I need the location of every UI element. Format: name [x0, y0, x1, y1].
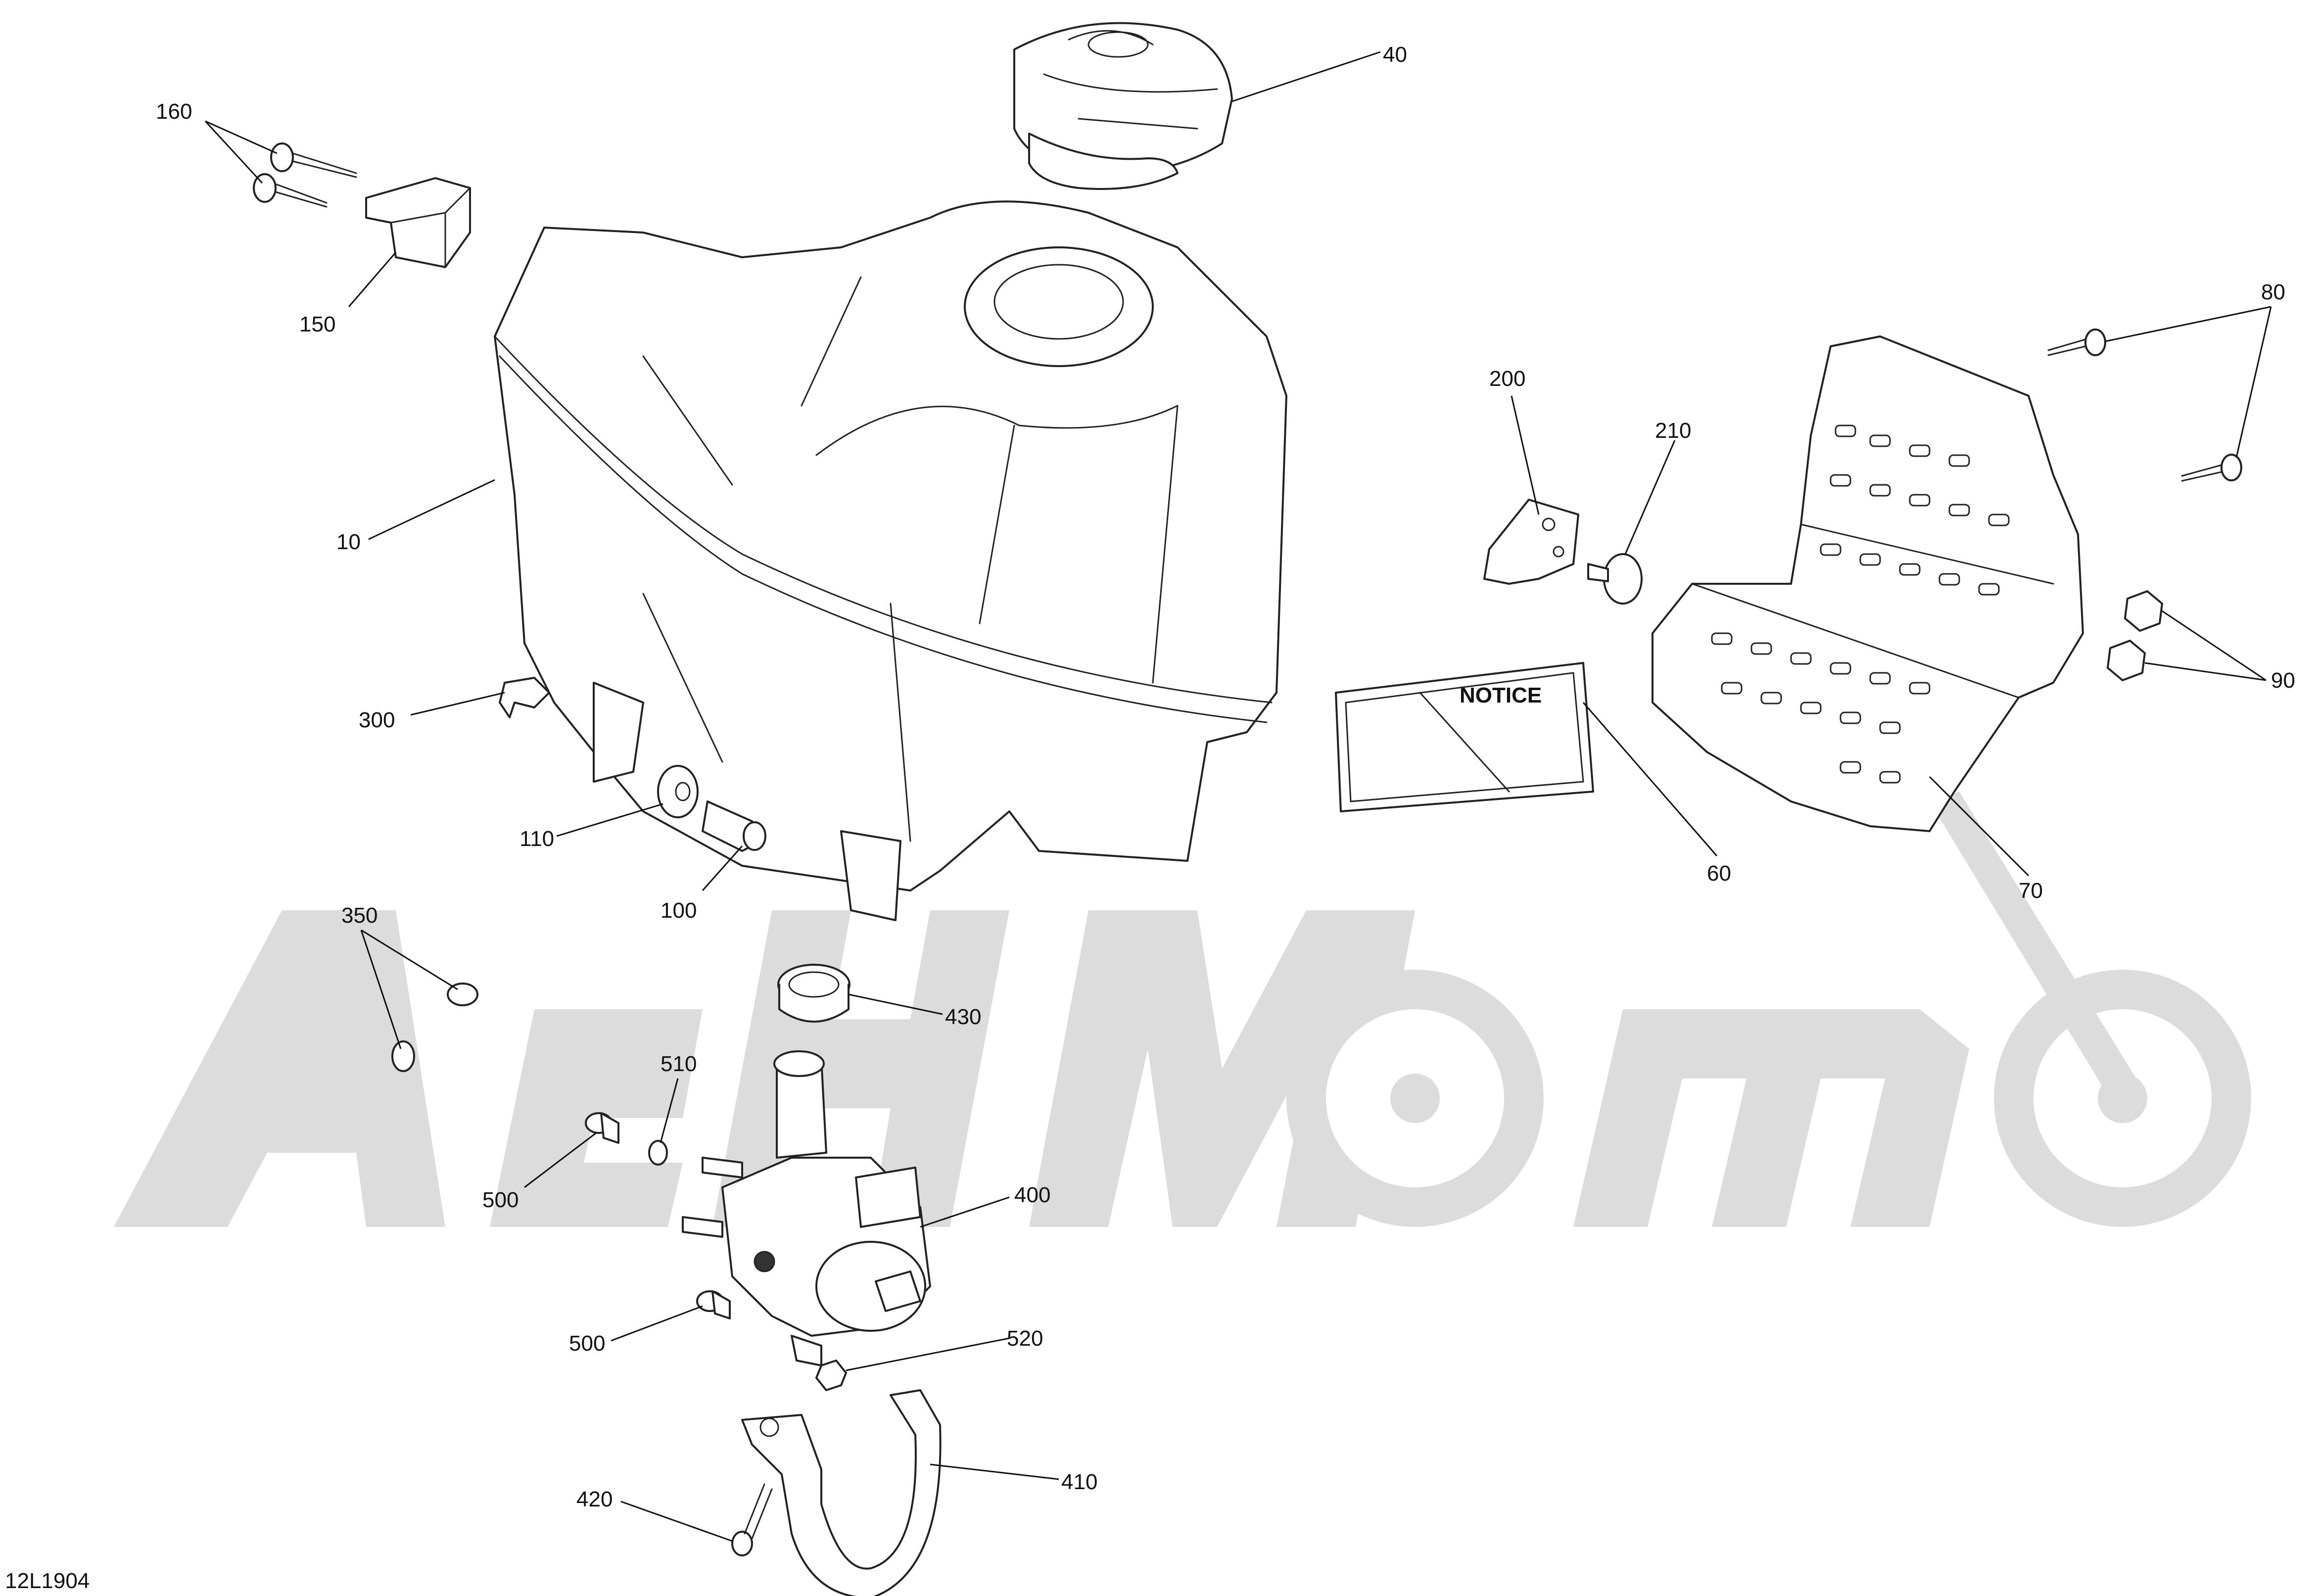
leader-lines — [204, 51, 2272, 1542]
callout-200: 200 — [1489, 367, 1525, 391]
callout-100: 100 — [661, 898, 697, 923]
callout-430: 430 — [945, 1005, 981, 1029]
callout-labels: 40 160 150 10 300 110 100 350 430 510 50… — [156, 43, 2295, 1511]
callout-400: 400 — [1014, 1183, 1050, 1207]
part-500-bolt-upper — [585, 1112, 619, 1144]
part-40-fuel-cap — [1013, 22, 1233, 190]
callout-60: 60 — [1707, 861, 1731, 886]
part-60-decal: NOTICE — [1335, 662, 1594, 812]
callout-150: 150 — [299, 312, 335, 336]
callout-10: 10 — [336, 530, 361, 554]
callout-70: 70 — [2019, 879, 2043, 903]
callout-90: 90 — [2271, 668, 2295, 693]
part-80-bolts — [2047, 329, 2242, 482]
decal-text: NOTICE — [1460, 683, 1542, 707]
part-100-spacer — [702, 800, 766, 852]
part-210-rivet — [1587, 553, 1643, 605]
callout-520: 520 — [1007, 1326, 1043, 1351]
part-200-bracket — [1483, 499, 1579, 585]
callout-420: 420 — [576, 1487, 613, 1511]
part-420-screw — [731, 1483, 773, 1556]
watermark-letter-m2 — [1573, 1009, 1969, 1227]
watermark-logo — [114, 792, 2251, 1227]
callout-350: 350 — [341, 903, 378, 928]
part-430-clamp — [777, 964, 850, 1023]
part-110-grommet — [657, 765, 699, 818]
part-10-fuel-tank — [494, 200, 1287, 921]
part-300-clip — [499, 677, 550, 718]
part-510-washer — [648, 1140, 668, 1166]
callout-300: 300 — [359, 708, 395, 732]
part-400-fuel-pump — [682, 1050, 931, 1366]
part-500-bolt-lower — [696, 1290, 731, 1319]
part-70-skid-plate — [1652, 335, 2084, 832]
callout-510: 510 — [661, 1052, 697, 1076]
part-410-strap — [741, 1389, 942, 1596]
part-90-nuts — [2107, 590, 2163, 681]
part-520-nut — [815, 1360, 847, 1391]
callout-500-lower: 500 — [569, 1331, 605, 1356]
callout-410: 410 — [1061, 1470, 1097, 1494]
part-160-screws — [253, 142, 357, 208]
callout-210: 210 — [1655, 419, 1691, 443]
callout-80: 80 — [2261, 280, 2285, 304]
part-150-clip — [365, 177, 471, 268]
callout-160: 160 — [156, 99, 192, 124]
callout-110: 110 — [519, 827, 554, 851]
callout-500-upper: 500 — [482, 1188, 519, 1212]
diagram-code: 12L1904 — [5, 1569, 90, 1593]
watermark-letter-a — [114, 910, 445, 1227]
part-350-hose-clamps — [391, 983, 478, 1072]
callout-40: 40 — [1383, 43, 1407, 67]
